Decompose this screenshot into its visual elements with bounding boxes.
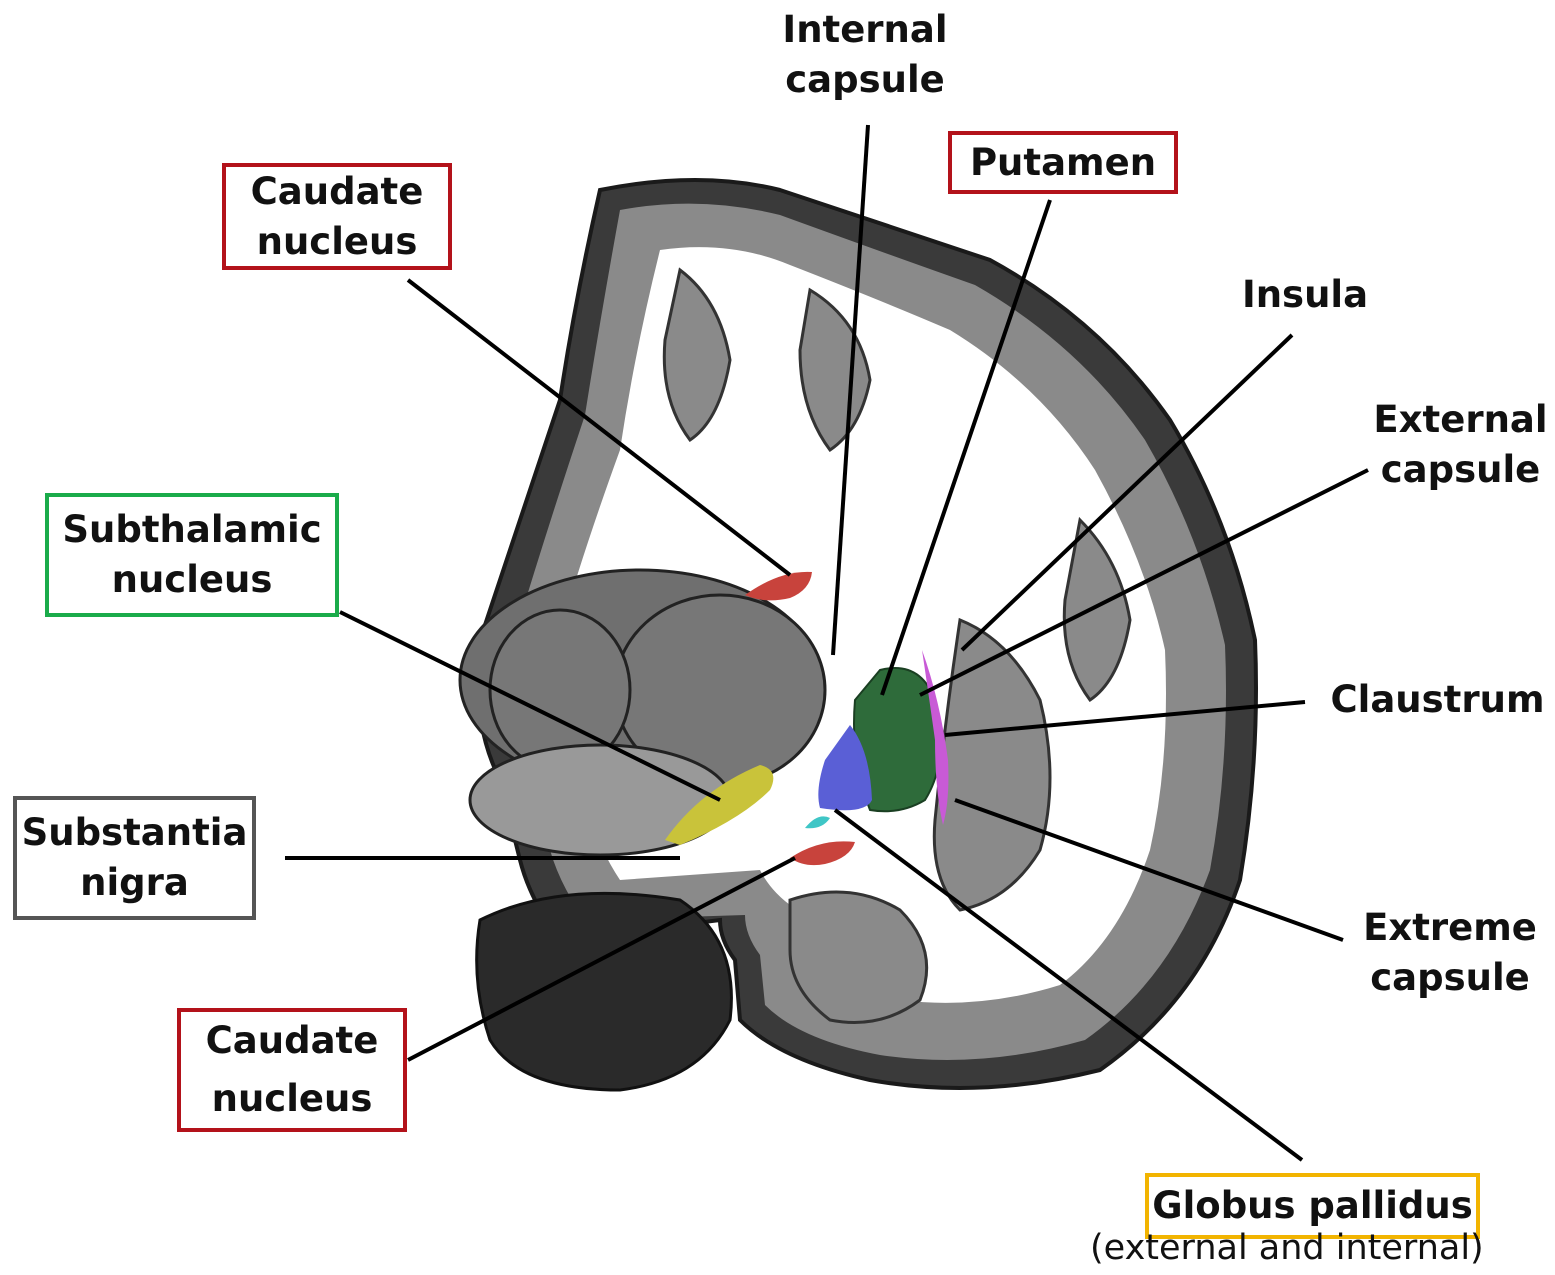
label-globus-pallidus-note: (external and internal) bbox=[1090, 1228, 1484, 1268]
label-extreme-capsule: Extreme capsule bbox=[1355, 903, 1545, 1003]
label-subthalamic-nucleus: Subthalamic nucleus bbox=[45, 493, 339, 617]
label-putamen: Putamen bbox=[948, 131, 1178, 194]
label-caudate-nucleus-top: Caudate nucleus bbox=[222, 163, 452, 270]
label-caudate-nucleus-bottom: Caudate nucleus bbox=[177, 1008, 407, 1132]
brain-section bbox=[460, 180, 1256, 1090]
label-insula: Insula bbox=[1225, 270, 1385, 320]
label-external-capsule: External capsule bbox=[1368, 395, 1553, 495]
label-substantia-nigra: Substantia nigra bbox=[13, 796, 256, 920]
label-internal-capsule: Internal capsule bbox=[770, 5, 960, 105]
label-claustrum: Claustrum bbox=[1325, 675, 1550, 725]
